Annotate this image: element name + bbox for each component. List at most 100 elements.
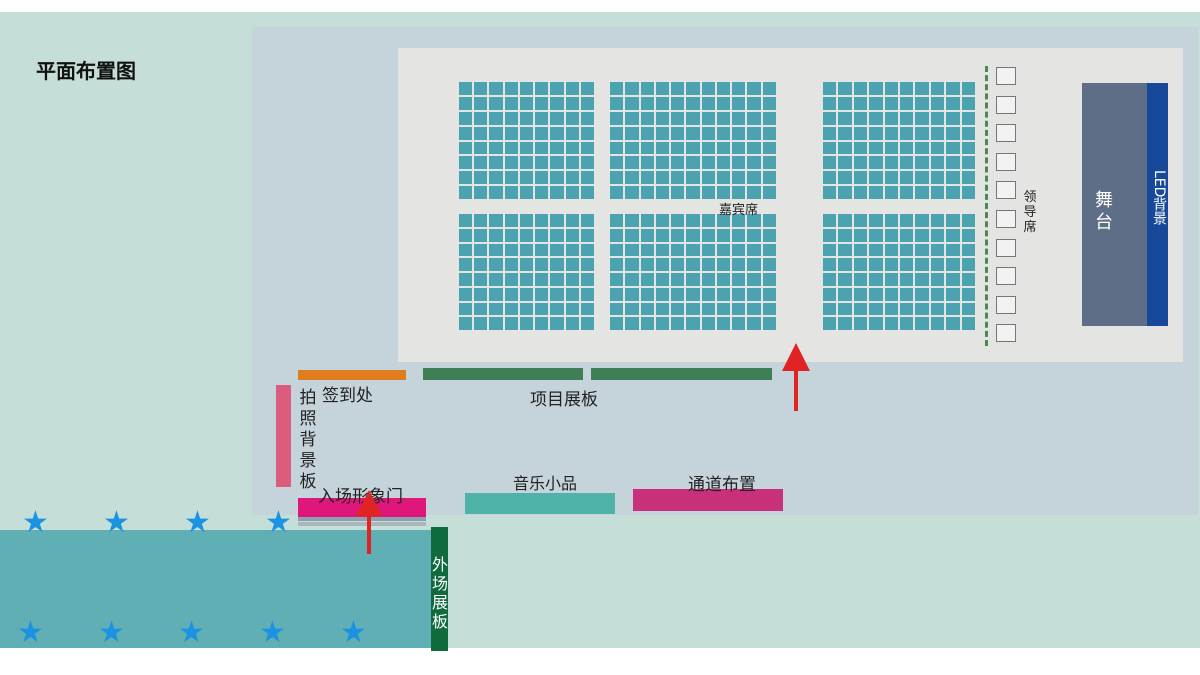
seat-block xyxy=(610,214,776,330)
seat xyxy=(565,243,579,257)
star-icon: ★ xyxy=(340,615,367,650)
seat xyxy=(519,243,534,257)
star-icon: ★ xyxy=(265,505,292,540)
seat xyxy=(625,258,639,271)
seat xyxy=(747,287,761,301)
seat xyxy=(550,111,564,125)
seat xyxy=(884,273,898,286)
seat xyxy=(655,243,670,257)
seat xyxy=(474,214,488,227)
signin-desk xyxy=(298,370,406,380)
seat xyxy=(655,82,670,95)
seat xyxy=(625,273,639,286)
seat xyxy=(915,156,929,170)
seat xyxy=(671,228,685,242)
seat xyxy=(640,111,654,125)
seat xyxy=(504,111,518,125)
seat xyxy=(732,156,746,170)
seat xyxy=(625,171,639,185)
leader-chair xyxy=(996,95,1016,114)
seat xyxy=(930,317,945,330)
seat xyxy=(535,302,549,316)
stage xyxy=(1082,83,1148,326)
seat xyxy=(884,214,898,227)
stage-label: 舞台 xyxy=(1095,190,1113,233)
seat xyxy=(565,126,579,140)
seat xyxy=(732,186,746,199)
seat xyxy=(930,126,945,140)
seat xyxy=(701,111,715,125)
seat xyxy=(565,111,579,125)
seat xyxy=(823,171,837,185)
seat xyxy=(535,156,549,170)
seat xyxy=(823,287,837,301)
seat xyxy=(550,228,564,242)
seat xyxy=(838,171,852,185)
seat xyxy=(519,228,534,242)
seat xyxy=(946,214,960,227)
seat xyxy=(459,287,473,301)
seat xyxy=(716,82,731,95)
music-stage xyxy=(465,493,615,514)
seat xyxy=(610,258,624,271)
seat xyxy=(716,302,731,316)
seat xyxy=(504,302,518,316)
seat xyxy=(853,186,868,199)
leader-chair xyxy=(996,238,1016,257)
seat xyxy=(823,96,837,110)
seat xyxy=(701,141,715,155)
seat xyxy=(535,317,549,330)
seat xyxy=(655,156,670,170)
seat xyxy=(716,243,731,257)
seat xyxy=(565,214,579,227)
seat xyxy=(732,171,746,185)
seat xyxy=(686,186,700,199)
seat xyxy=(869,302,883,316)
seat xyxy=(580,82,594,95)
seat xyxy=(580,141,594,155)
seat xyxy=(915,214,929,227)
seat xyxy=(961,111,975,125)
seat xyxy=(716,171,731,185)
signin-label: 签到处 xyxy=(322,386,373,406)
seat xyxy=(489,214,503,227)
seat xyxy=(732,82,746,95)
seat xyxy=(946,96,960,110)
seat xyxy=(474,273,488,286)
seat xyxy=(504,96,518,110)
seat xyxy=(565,317,579,330)
seat xyxy=(535,186,549,199)
seat xyxy=(762,141,776,155)
seat xyxy=(853,82,868,95)
seat xyxy=(915,96,929,110)
seat xyxy=(686,287,700,301)
seat xyxy=(625,141,639,155)
seat xyxy=(459,186,473,199)
seat xyxy=(671,273,685,286)
seat xyxy=(946,186,960,199)
leader-chair xyxy=(996,124,1016,143)
seat xyxy=(550,156,564,170)
seat xyxy=(884,258,898,271)
seat xyxy=(732,141,746,155)
seat xyxy=(474,82,488,95)
seat xyxy=(701,171,715,185)
leader-chair xyxy=(996,295,1016,314)
seat xyxy=(625,302,639,316)
seat xyxy=(823,141,837,155)
project-board-label: 项目展板 xyxy=(530,390,598,410)
seat xyxy=(655,273,670,286)
seat xyxy=(489,141,503,155)
seat xyxy=(853,126,868,140)
seat xyxy=(884,156,898,170)
seat xyxy=(961,141,975,155)
seat xyxy=(459,156,473,170)
seat xyxy=(610,214,624,227)
seat xyxy=(519,214,534,227)
seat xyxy=(762,228,776,242)
seat xyxy=(580,126,594,140)
seat xyxy=(625,317,639,330)
seat xyxy=(535,243,549,257)
seat xyxy=(686,82,700,95)
seat xyxy=(655,96,670,110)
